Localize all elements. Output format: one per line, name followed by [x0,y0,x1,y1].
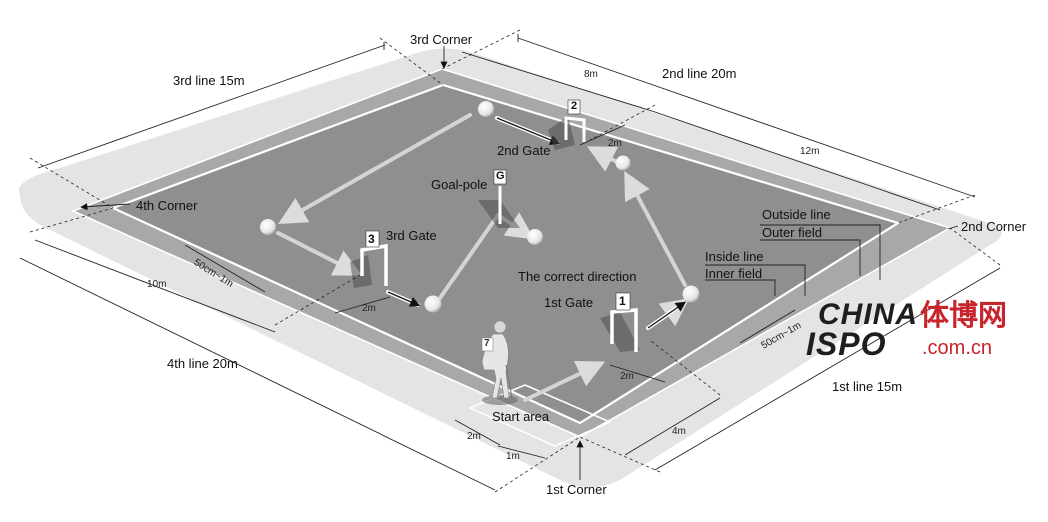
gate-2-label: 2nd Gate [497,143,551,158]
gate-3 [350,230,388,288]
gate-3-label: 3rd Gate [386,228,437,243]
line-2-label: 2nd line 20m [662,66,737,81]
outside-line-label: Outside line [762,207,831,222]
watermark-china: CHINA [818,298,918,331]
dim-12m-label: 12m [800,146,820,157]
dim-2m-gate1-label: 2m [620,371,634,382]
corner-4-label: 4th Corner [136,198,198,213]
dim-2m-gate3-label: 2m [362,303,376,314]
corner-1-label: 1st Corner [546,482,607,497]
path-top-to-left [278,113,472,224]
goal-pole-label: Goal-pole [431,177,488,192]
corner-3-label: 3rd Corner [410,32,473,47]
dim-10m-label: 10m [147,279,167,290]
start-area-label: Start area [492,409,550,424]
player [481,320,518,405]
watermark-ispo: ISPO [806,326,887,362]
player-number: 7 [484,338,490,349]
outer-field-label: Outer field [762,225,822,240]
watermark-chinese: 体博网 [920,300,1008,332]
watermark-domain: .com.cn [922,337,993,359]
gate-2-number: 2 [571,100,578,112]
corner-2-label: 2nd Corner [961,219,1027,234]
inside-line [110,83,901,425]
goal-number: G [496,170,505,182]
gate-1-label: 1st Gate [544,295,594,310]
line-4-label: 4th line 20m [167,356,238,371]
dim-8m-label: 8m [584,69,598,80]
ball-goal [527,229,543,245]
path-gate2-ball [586,146,619,172]
inside-line-label: Inside line [705,249,764,264]
goal-pole [478,169,520,228]
path-right-to-gate2 [624,170,687,287]
line-1-label: 1st line 15m [832,379,903,394]
ball-right [682,285,700,303]
dim-1m-label: 1m [506,451,520,462]
path-left-to-gate3 [276,231,363,276]
gate-2 [548,99,586,150]
path-start-to-gate1 [523,361,606,402]
inner-field-label: Inner field [705,266,763,281]
ball-center [424,295,442,313]
gate-1-number: 1 [619,294,626,308]
line-3-label: 3rd line 15m [173,73,245,88]
inner-field [113,85,898,423]
correct-direction-label: The correct direction [518,269,637,284]
dim-2m-start-label: 2m [467,431,481,442]
ball-left [260,219,276,235]
gate-1 [600,292,640,352]
ball-top [478,101,494,117]
dim-2m-gate2-label: 2m [608,138,622,149]
gate-3-number: 3 [368,232,375,246]
dim-4m-label: 4m [672,426,686,437]
path-center-to-goal [438,213,500,300]
ball-gate2 [615,155,631,171]
